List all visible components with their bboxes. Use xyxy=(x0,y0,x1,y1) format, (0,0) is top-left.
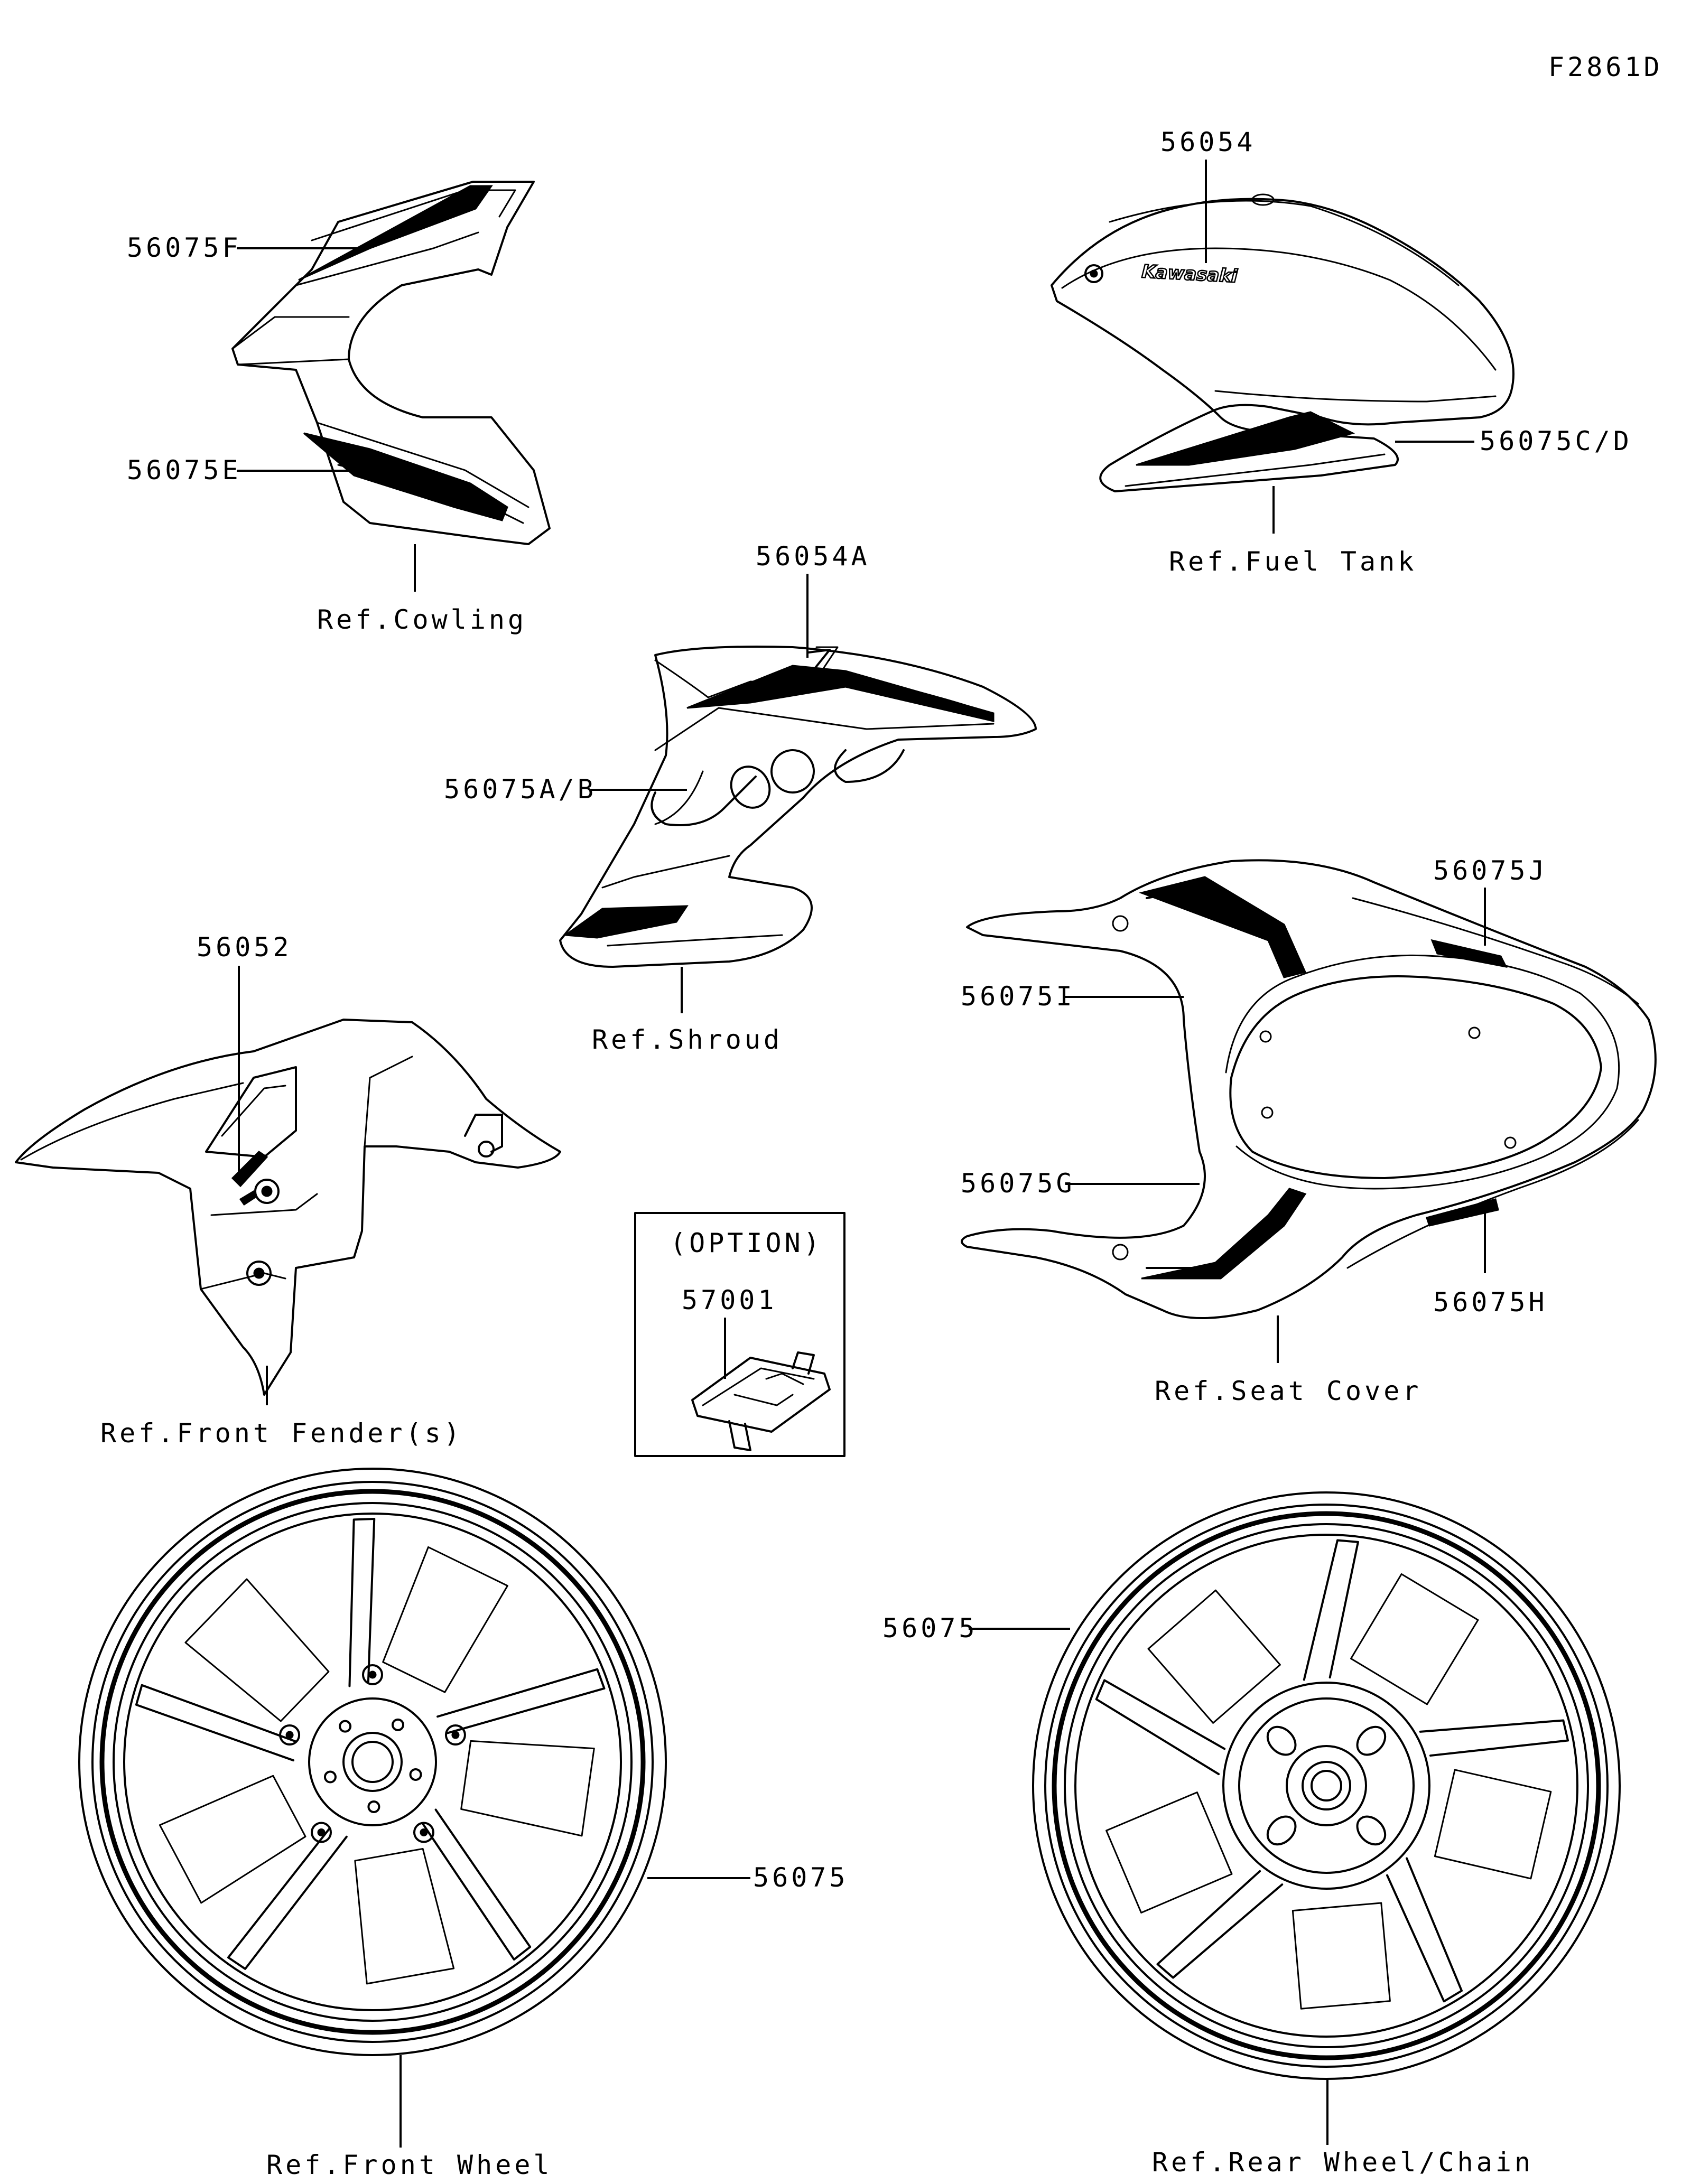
rear-wheel-illustration xyxy=(1032,1491,1621,2080)
hub-hole xyxy=(391,1718,404,1731)
wheel-spoke-gap xyxy=(1434,1769,1552,1880)
wheel-spoke xyxy=(1419,1719,1569,1757)
label-56075cd: 56075C/D xyxy=(1480,426,1632,456)
wheel-spoke-gap xyxy=(184,1578,330,1722)
wheel-spoke xyxy=(1386,1857,1463,2003)
wheel-spoke xyxy=(227,1827,348,1970)
hub-window xyxy=(1266,1815,1297,1846)
hub-window xyxy=(1356,1725,1387,1756)
disc-bolt xyxy=(311,1822,332,1843)
disc-bolt xyxy=(413,1822,434,1843)
label-rear-wheel-56075: 56075 xyxy=(882,1613,978,1644)
wheel-spoke-gap xyxy=(460,1740,595,1837)
label-ref-seat-cover: Ref.Seat Cover xyxy=(1155,1376,1421,1406)
wheel-spoke xyxy=(348,1518,376,1687)
wheel-spoke-gap xyxy=(1350,1573,1479,1705)
shroud-illustration xyxy=(559,646,1037,968)
hub-window xyxy=(1266,1725,1297,1756)
disc-bolt xyxy=(444,1724,466,1746)
front-fender-illustration xyxy=(15,1019,561,1396)
option-box: (OPTION) 57001 xyxy=(634,1212,846,1457)
disc-bolt xyxy=(279,1724,301,1746)
label-ref-front-wheel: Ref.Front Wheel xyxy=(266,2150,553,2180)
label-56052: 56052 xyxy=(197,932,292,963)
disc-bolt-center xyxy=(420,1828,428,1836)
wheel-spoke xyxy=(1095,1679,1226,1776)
label-56075e: 56075E xyxy=(127,455,241,486)
label-56054a: 56054A xyxy=(756,541,870,572)
diagram-id: F2861D xyxy=(1548,52,1663,82)
wheel-spoke xyxy=(421,1808,532,1961)
label-56075i: 56075I xyxy=(961,981,1075,1012)
disc-bolt-center xyxy=(451,1731,460,1739)
tank-brand-logo: Kawasaki xyxy=(1141,261,1239,287)
label-ref-front-fender: Ref.Front Fender(s) xyxy=(100,1418,463,1449)
label-option: (OPTION) xyxy=(670,1228,823,1258)
wheel-spoke xyxy=(436,1668,606,1734)
wheel-spoke xyxy=(1156,1870,1284,1979)
front-wheel-illustration xyxy=(78,1468,667,2056)
disc-bolt xyxy=(362,1664,383,1685)
wheel-spoke-gap xyxy=(382,1546,508,1693)
label-front-wheel-56075: 56075 xyxy=(753,1862,849,1893)
label-56075ab: 56075A/B xyxy=(444,774,597,805)
label-57001: 57001 xyxy=(682,1285,777,1315)
label-56054: 56054 xyxy=(1160,127,1256,157)
label-ref-rear-wheel: Ref.Rear Wheel/Chain xyxy=(1152,2147,1534,2178)
wheel-spoke xyxy=(135,1684,298,1762)
hub-hole xyxy=(367,1800,380,1813)
wheel-spoke-gap xyxy=(1105,1791,1233,1914)
wheel-spoke-gap xyxy=(159,1775,306,1904)
fuel-tank-illustration: Kawasaki xyxy=(1051,193,1515,492)
option-frame xyxy=(634,1212,846,1457)
hub-hole xyxy=(323,1770,337,1784)
label-ref-fuel-tank: Ref.Fuel Tank xyxy=(1169,546,1417,577)
label-ref-cowling: Ref.Cowling xyxy=(317,604,527,635)
disc-bolt-center xyxy=(368,1670,377,1679)
label-56075h: 56075H xyxy=(1433,1287,1548,1318)
wheel-spoke-gap xyxy=(1147,1589,1281,1724)
disc-bolt-center xyxy=(317,1828,326,1836)
wheel-spoke xyxy=(1303,1539,1359,1681)
label-56075g: 56075G xyxy=(961,1168,1075,1199)
label-56075j: 56075J xyxy=(1433,855,1548,886)
wheel-spoke-gap xyxy=(354,1847,455,1985)
disc-bolt-center xyxy=(285,1731,294,1739)
hub-window xyxy=(1356,1815,1387,1846)
hub-hole xyxy=(339,1720,352,1733)
option-part-57001 xyxy=(691,1351,831,1451)
label-ref-shroud: Ref.Shroud xyxy=(592,1024,783,1055)
label-56075f: 56075F xyxy=(127,232,241,263)
seat-cover-illustration xyxy=(961,859,1657,1319)
cowling-illustration xyxy=(231,181,551,545)
wheel-spoke-gap xyxy=(1292,1902,1391,2010)
hub-hole xyxy=(409,1768,422,1781)
